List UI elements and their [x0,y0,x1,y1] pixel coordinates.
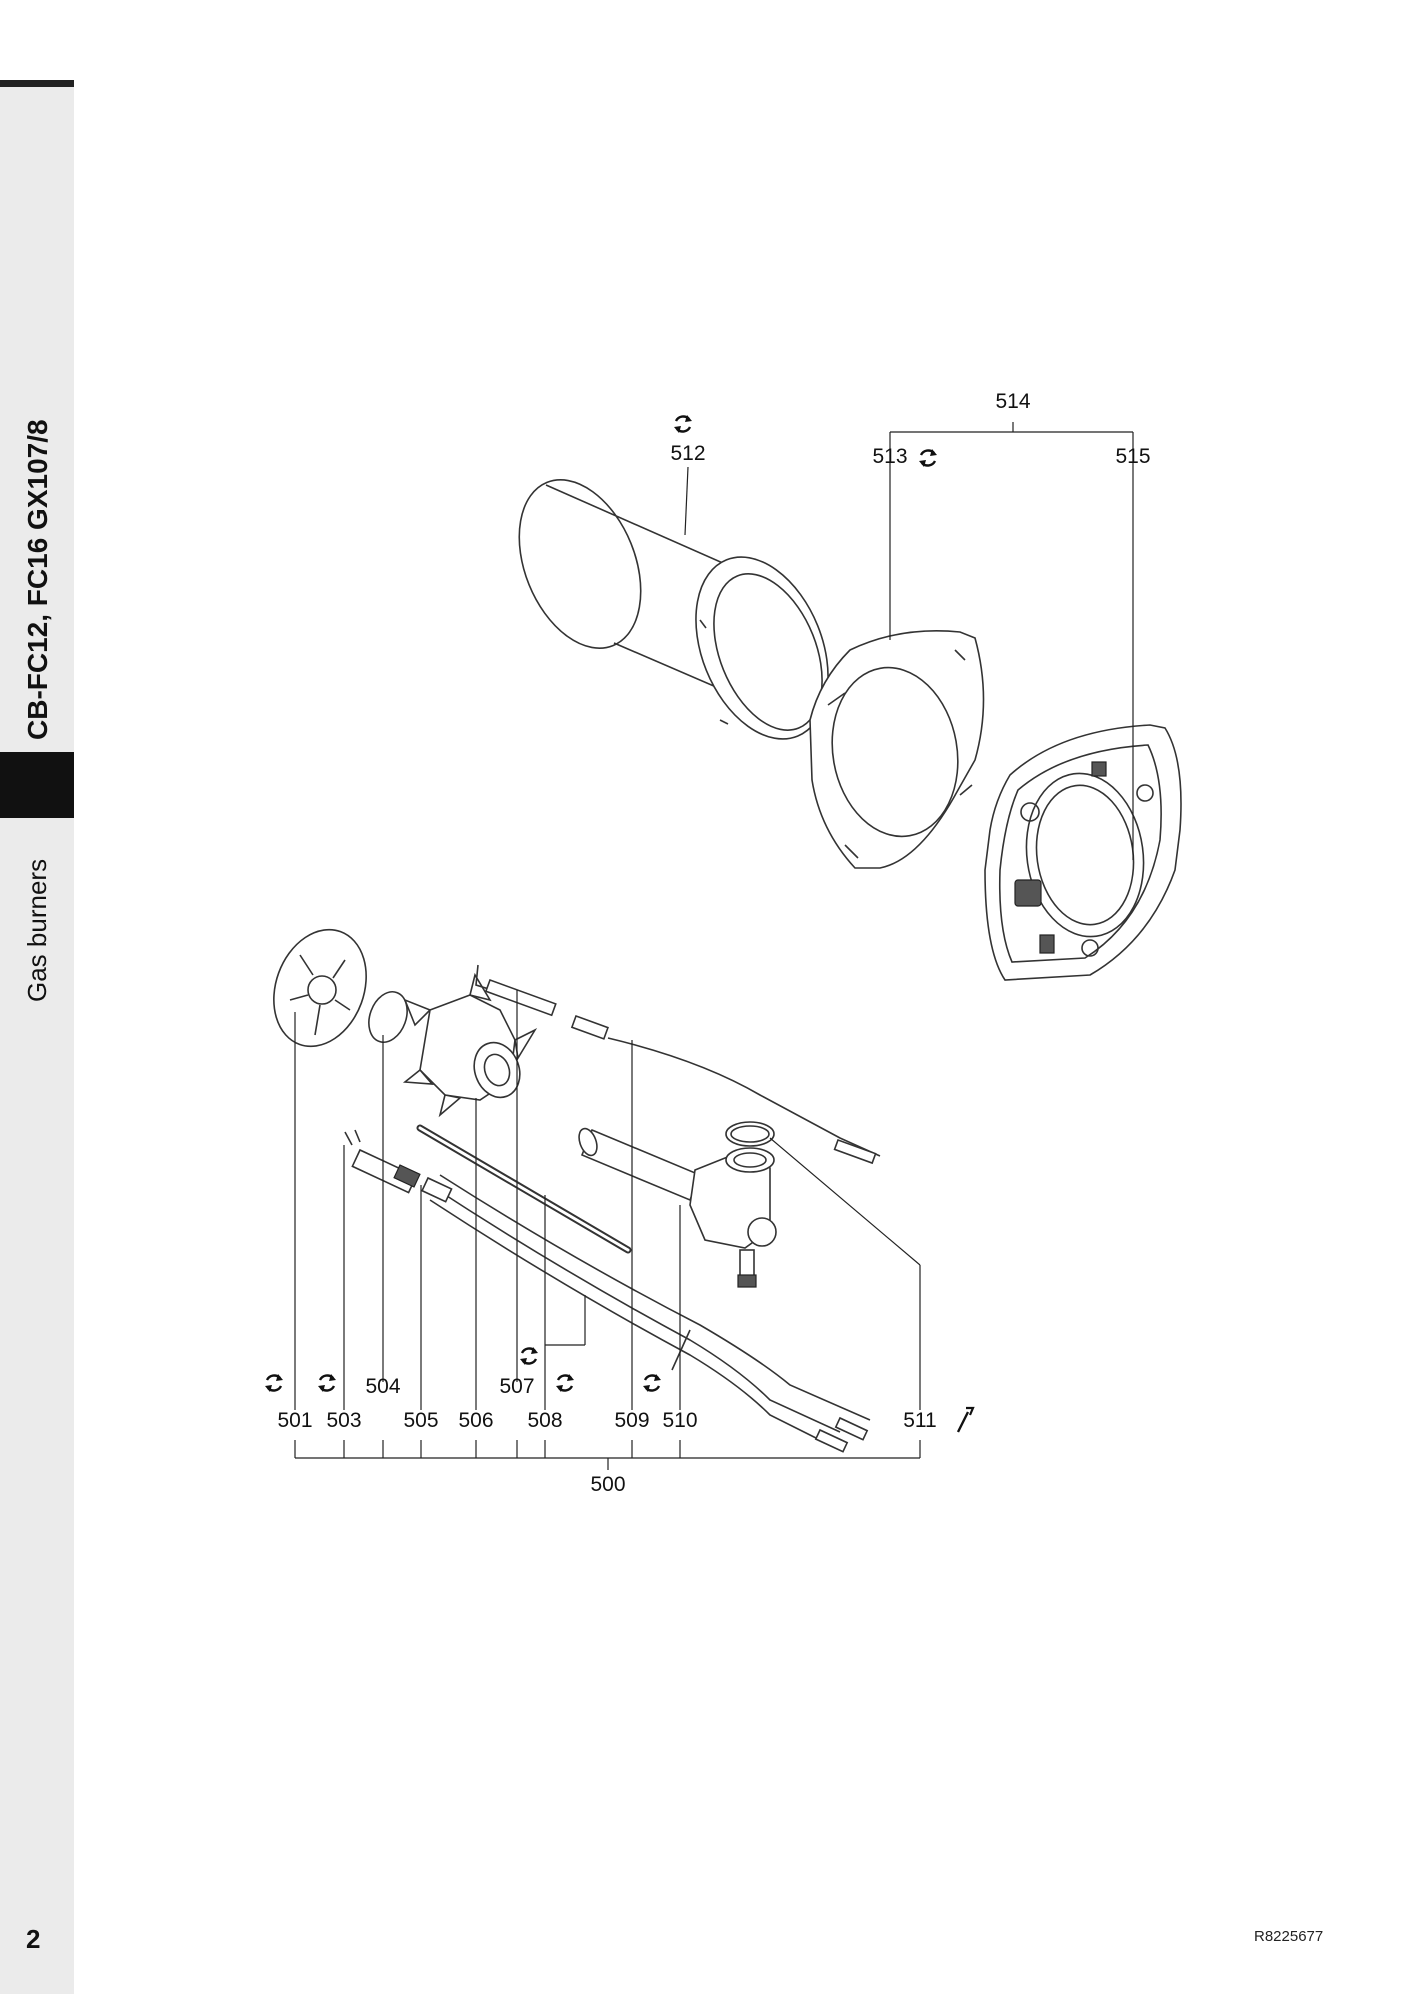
circular-arrows-icon [672,413,694,435]
o-ring-511 [725,1121,775,1147]
callout-514: 514 [995,390,1030,413]
gasket-513 [809,630,985,869]
callout-512: 512 [670,442,705,465]
callout-509: 509 [614,1409,649,1432]
swirler-506 [402,972,538,1118]
gas-tube-510 [578,1127,777,1288]
flange-515 [984,724,1182,981]
callout-511: 511 [903,1409,936,1432]
page-number: 2 [26,1924,41,1954]
electrode-holder-503 [344,1129,421,1194]
callout-513: 513 [872,445,907,468]
circular-arrows-icon [641,1372,663,1394]
baffle-disc-501 [273,928,367,1048]
combustion-tube-512 [518,479,829,740]
callout-507: 507 [499,1375,534,1398]
callout-505: 505 [403,1409,438,1432]
ignition-electrode-507 [475,964,557,1017]
circular-arrows-icon [518,1345,540,1367]
circular-arrows-icon [554,1372,576,1394]
sidebar-section-marker [0,752,74,818]
callout-506: 506 [458,1409,493,1432]
callout-510: 510 [662,1409,697,1432]
ignition-cables-508 [421,1174,871,1453]
disc-504 [368,991,408,1043]
circular-arrows-icon [316,1372,338,1394]
callout-508: 508 [527,1409,562,1432]
sidebar-band [0,84,74,1994]
callout-504: 504 [365,1375,400,1398]
document-reference: R8225677 [1254,1928,1324,1945]
ionisation-cable-509 [570,1014,881,1165]
wrench-icon [956,1406,975,1433]
circular-arrows-icon [263,1372,285,1394]
callout-501: 501 [277,1409,312,1432]
sidebar-top-rule [0,80,74,87]
callout-503: 503 [326,1409,361,1432]
leader-lines [294,422,1134,1470]
circular-arrows-icon [917,447,939,469]
callout-515: 515 [1115,445,1150,468]
callout-500: 500 [590,1473,625,1496]
